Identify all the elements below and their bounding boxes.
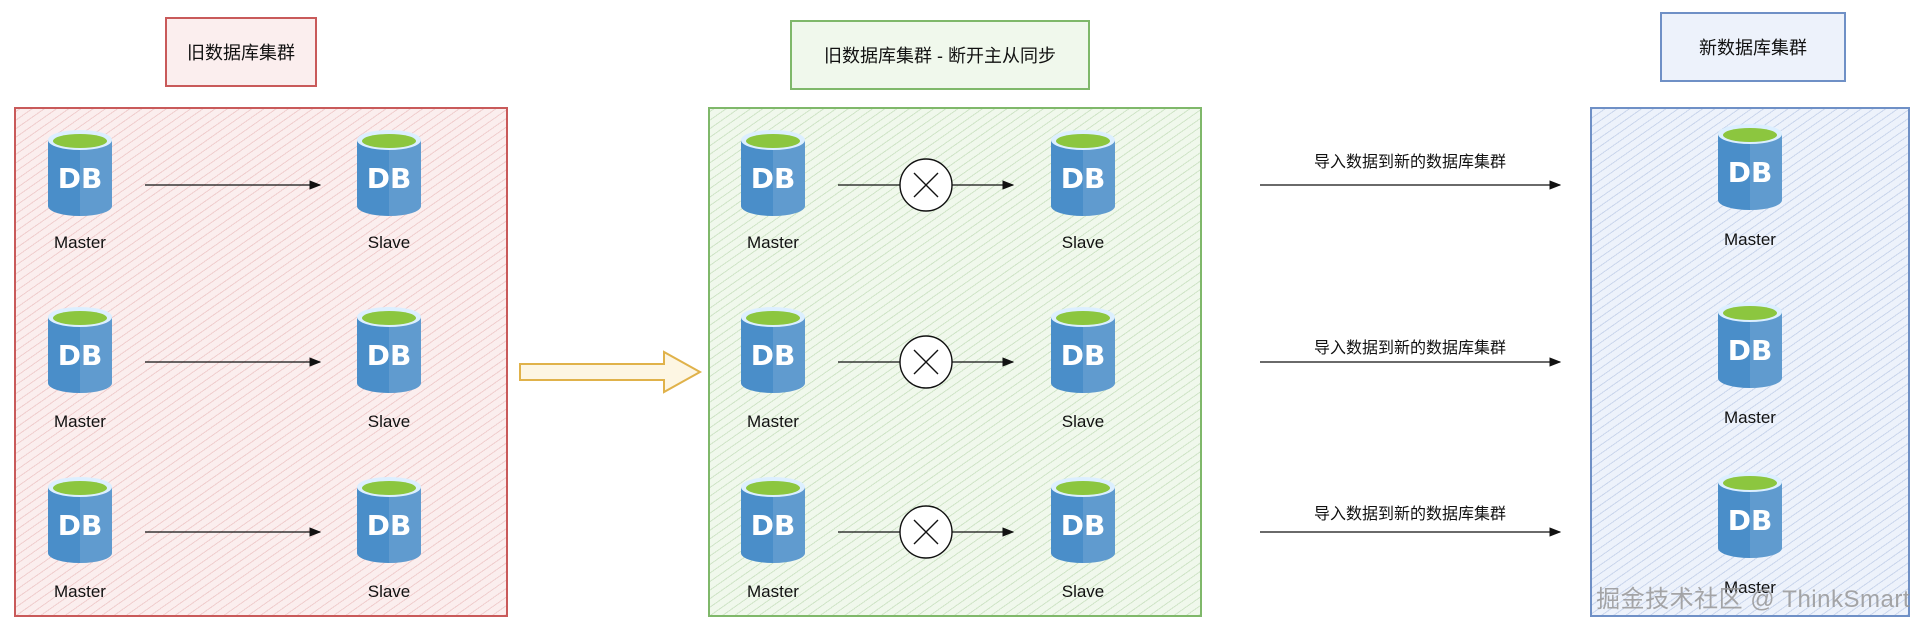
transition-arrow <box>519 350 703 394</box>
db-icon-text: DB <box>1061 162 1106 195</box>
db-icon: DB <box>356 128 422 218</box>
import-label: 导入数据到新的数据库集群 <box>1313 154 1506 171</box>
old-cluster-title: 旧数据库集群 <box>165 17 317 87</box>
master-label: Master <box>747 233 799 252</box>
master-label: Master <box>1724 230 1776 249</box>
db-icon-text: DB <box>1728 504 1773 537</box>
db-icon: DB <box>1717 470 1783 560</box>
master-label: Master <box>1724 408 1776 427</box>
db-icon: DB <box>1717 122 1783 212</box>
master-label: Master <box>54 412 106 431</box>
db-icon-text: DB <box>751 339 796 372</box>
break-sync-title-text: 旧数据库集群 - 断开主从同步 <box>824 46 1056 66</box>
break-sync-title: 旧数据库集群 - 断开主从同步 <box>790 20 1090 90</box>
db-icon: DB <box>356 305 422 395</box>
db-icon-text: DB <box>1728 334 1773 367</box>
db-icon-text: DB <box>1061 509 1106 542</box>
import-label: 导入数据到新的数据库集群 <box>1313 506 1506 523</box>
db-icon: DB <box>356 475 422 565</box>
master-label: Master <box>54 233 106 252</box>
db-icon-text: DB <box>751 162 796 195</box>
slave-label: Slave <box>367 582 411 601</box>
db-icon-text: DB <box>751 509 796 542</box>
db-icon-text: DB <box>367 509 412 542</box>
master-label: Master <box>1724 578 1776 597</box>
master-label: Master <box>747 412 799 431</box>
old-cluster-title-text: 旧数据库集群 <box>187 43 295 63</box>
master-label: Master <box>54 582 106 601</box>
db-icon: DB <box>1717 300 1783 390</box>
db-icon-text: DB <box>58 509 103 542</box>
db-icon: DB <box>47 475 113 565</box>
watermark: 掘金技术社区 @ ThinkSmart <box>1596 586 1910 613</box>
db-icon-text: DB <box>367 162 412 195</box>
db-icon: DB <box>47 305 113 395</box>
db-icon-text: DB <box>58 162 103 195</box>
import-label: 导入数据到新的数据库集群 <box>1313 340 1506 357</box>
db-icon: DB <box>1050 128 1116 218</box>
db-icon: DB <box>740 305 806 395</box>
db-icon: DB <box>740 475 806 565</box>
slave-label: Slave <box>367 233 411 252</box>
slave-label: Slave <box>367 412 411 431</box>
db-icon-text: DB <box>367 339 412 372</box>
db-icon: DB <box>1050 475 1116 565</box>
db-icon: DB <box>47 128 113 218</box>
db-icon: DB <box>1050 305 1116 395</box>
master-label: Master <box>747 582 799 601</box>
new-cluster-title-text: 新数据库集群 <box>1699 38 1807 58</box>
slave-label: Slave <box>1061 582 1105 601</box>
db-icon: DB <box>740 128 806 218</box>
db-icon-text: DB <box>1728 156 1773 189</box>
new-cluster-title: 新数据库集群 <box>1660 12 1846 82</box>
db-icon-text: DB <box>58 339 103 372</box>
db-icon-text: DB <box>1061 339 1106 372</box>
slave-label: Slave <box>1061 412 1105 431</box>
slave-label: Slave <box>1061 233 1105 252</box>
